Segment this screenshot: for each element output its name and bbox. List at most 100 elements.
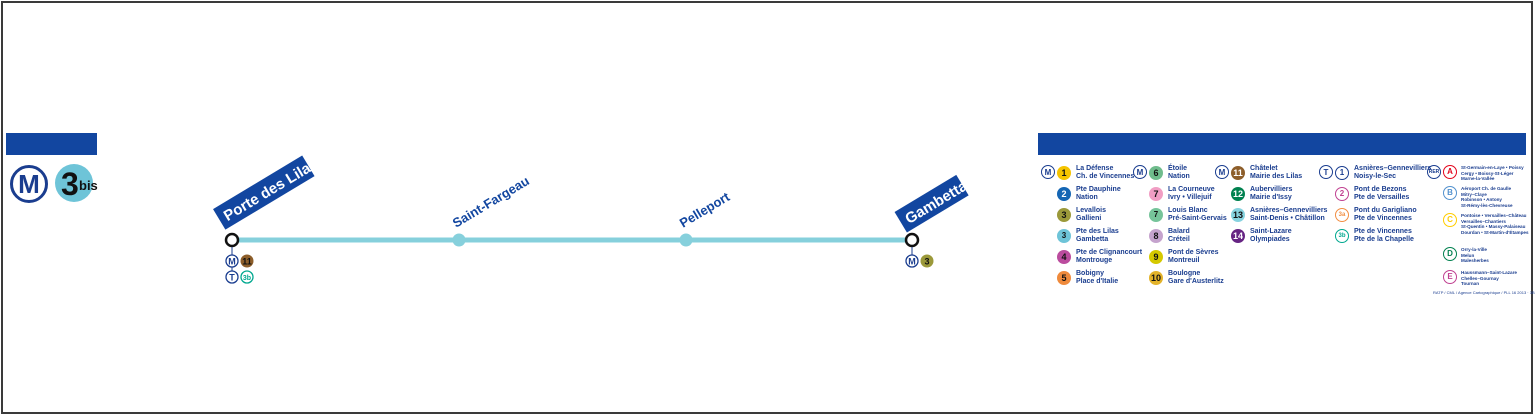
- rer-terminus-text: Pontoise • Versailles–Château Versailles…: [1461, 213, 1529, 235]
- right-header-bar: [1038, 133, 1526, 155]
- tram-1-badge: 1: [1335, 166, 1349, 180]
- line-terminus-text: Pte Dauphine Nation: [1076, 186, 1121, 201]
- line-3-badge: 3: [1057, 208, 1071, 222]
- line-12-badge: 12: [1231, 187, 1245, 201]
- line-7bis-badge: 7: [1149, 208, 1163, 222]
- station-label-saint-fargeau: Saint-Fargeau: [450, 173, 532, 231]
- line-terminus-text: Pont de Sèvres Montreuil: [1168, 249, 1219, 264]
- line-14-badge: 14: [1231, 229, 1245, 243]
- line-terminus-text: La Défense Ch. de Vincennes: [1076, 165, 1135, 180]
- line-terminus-text: Louis Blanc Pré-Saint-Gervais: [1168, 207, 1227, 222]
- legend-metro-line-14: 14 Saint-Lazare Olympiades: [1231, 228, 1292, 244]
- svg-text:11: 11: [242, 257, 252, 267]
- tram-terminus-text: Pont du Garigliano Pte de Vincennes: [1354, 207, 1417, 222]
- legend-tram-line-3b: 3b Pte de Vincennes Pte de la Chapelle: [1335, 228, 1414, 244]
- line-13-badge: 13: [1231, 208, 1245, 222]
- line-11-badge: 11: [1231, 166, 1245, 180]
- rer-terminus-text: Orry-la-Ville Melun Malesherbes: [1461, 247, 1489, 264]
- line-9-badge: 9: [1149, 250, 1163, 264]
- tram-icon: T: [225, 270, 239, 284]
- legend-metro-line-9: 9 Pont de Sèvres Montreuil: [1149, 249, 1219, 265]
- svg-text:M: M: [908, 257, 916, 267]
- line-10-badge: 10: [1149, 271, 1163, 285]
- line-2-badge: 2: [1057, 187, 1071, 201]
- rer-B-badge: B: [1443, 186, 1457, 200]
- line-terminus-text: La Courneuve Ivry • Villejuif: [1168, 186, 1215, 201]
- line-terminus-text: Aubervilliers Mairie d'Issy: [1250, 186, 1293, 201]
- line-terminus-text: Pte de Clignancourt Montrouge: [1076, 249, 1143, 264]
- metro-mode-icon: M: [1215, 165, 1229, 179]
- station-label-gambetta: Gambetta: [894, 174, 971, 233]
- line-1-badge: 1: [1057, 166, 1071, 180]
- line-11-icon: 11: [240, 254, 254, 268]
- legend-metro-line-6: 6 Étoile Nation: [1149, 165, 1190, 181]
- svg-text:M: M: [228, 257, 236, 267]
- line-8-badge: 8: [1149, 229, 1163, 243]
- line-terminus-text: Boulogne Gare d'Austerlitz: [1168, 270, 1224, 285]
- legend-metro-line-13: 13 Asnières–Gennevilliers Saint-Denis • C…: [1231, 207, 1327, 223]
- station-name-porte-des-lilas: Porte des Lilas: [221, 155, 321, 225]
- line-terminus-text: Châtelet Mairie des Lilas: [1250, 165, 1303, 180]
- legend-rer-B: B Aéroport Ch. de Gaulle Mitry–Claye Robi…: [1443, 186, 1513, 208]
- line-suffix: bis: [79, 178, 98, 193]
- svg-text:T: T: [229, 273, 235, 283]
- station-name-pelleport: Pelleport: [677, 189, 733, 231]
- metro-mode-icon: M: [1041, 165, 1055, 179]
- tram-2-badge: 2: [1335, 187, 1349, 201]
- metro-mode-icon: M: [1133, 165, 1147, 179]
- legend-metro-line-7bis: 7 Louis Blanc Pré-Saint-Gervais: [1149, 207, 1227, 223]
- tram-terminus-text: Pont de Bezons Pte de Versailles: [1354, 186, 1410, 201]
- metro-icon: M: [225, 254, 239, 268]
- metro-logo: M: [10, 165, 48, 203]
- legend-tram-line-2: 2 Pont de Bezons Pte de Versailles: [1335, 186, 1409, 202]
- line-4-badge: 4: [1057, 250, 1071, 264]
- rer-terminus-text: St-Germain-en-Laye • Poissy Cergy • Bois…: [1461, 165, 1524, 182]
- left-header-bar: [6, 133, 97, 155]
- legend-metro-line-8: 8 Balard Créteil: [1149, 228, 1190, 244]
- rer-A-badge: A: [1443, 165, 1457, 179]
- line-terminus-text: Asnières–Gennevilliers Saint-Denis • Châ…: [1250, 207, 1328, 222]
- legend-rer-A: A St-Germain-en-Laye • Poissy Cergy • Boi…: [1443, 165, 1524, 182]
- station-dot-gambetta: [904, 232, 920, 248]
- station-dot-porte-des-lilas: [224, 232, 240, 248]
- line-terminus-text: Saint-Lazare Olympiades: [1250, 228, 1292, 243]
- line-3bis-badge: 3 bis: [55, 164, 98, 202]
- svg-text:3b: 3b: [243, 275, 251, 282]
- legend-metro-line-7: 7 La Courneuve Ivry • Villejuif: [1149, 186, 1215, 202]
- legend-metro-line-11: 11 Châtelet Mairie des Lilas: [1231, 165, 1302, 181]
- legend-metro-line-12: 12 Aubervilliers Mairie d'Issy: [1231, 186, 1292, 202]
- line-terminus-text: Pte des Lilas Gambetta: [1076, 228, 1119, 243]
- line-5-badge: 5: [1057, 271, 1071, 285]
- tram-3a-badge: 3a: [1335, 208, 1349, 222]
- rer-mode-icon: RER: [1427, 165, 1441, 179]
- tram-mode-icon: T: [1319, 165, 1333, 179]
- station-name-saint-fargeau: Saint-Fargeau: [450, 173, 532, 231]
- legend-metro-line-10: 10 Boulogne Gare d'Austerlitz: [1149, 270, 1224, 286]
- rer-E-badge: E: [1443, 270, 1457, 284]
- station-label-pelleport: Pelleport: [677, 189, 733, 231]
- rer-terminus-text: Aéroport Ch. de Gaulle Mitry–Claye Robin…: [1461, 186, 1513, 208]
- station-dot-pelleport: [679, 233, 693, 247]
- line-6-badge: 6: [1149, 166, 1163, 180]
- tram-3b-badge: 3b: [1335, 229, 1349, 243]
- tram-terminus-text: Pte de Vincennes Pte de la Chapelle: [1354, 228, 1414, 243]
- tram-3b-icon: 3b: [240, 270, 254, 284]
- legend-tram-line-3a: 3a Pont du Garigliano Pte de Vincennes: [1335, 207, 1417, 223]
- svg-text:3: 3: [924, 257, 929, 267]
- rer-C-badge: C: [1443, 213, 1457, 227]
- line-terminus-text: Étoile Nation: [1168, 165, 1190, 180]
- line-3-icon: 3: [920, 254, 934, 268]
- line-terminus-text: Balard Créteil: [1168, 228, 1190, 243]
- footer-credits: RATP / CML / Agence Cartographique / PLL…: [1433, 290, 1535, 295]
- legend-metro-line-4: 4 Pte de Clignancourt Montrouge: [1057, 249, 1142, 265]
- line-7-badge: 7: [1149, 187, 1163, 201]
- metro-icon: M: [905, 254, 919, 268]
